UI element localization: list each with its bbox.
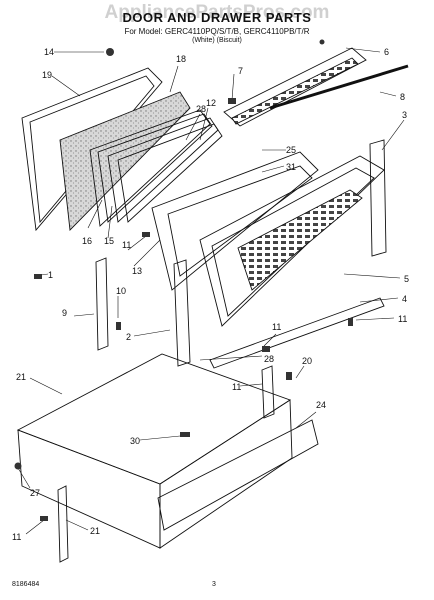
callout-28: 28 — [196, 104, 206, 114]
callout-2: 2 — [126, 332, 131, 342]
door-insulation — [59, 91, 191, 231]
drawer-front-panel — [157, 419, 319, 531]
callout-27: 27 — [30, 488, 40, 498]
model-number: For Model: GERC4110PQ/S/T/B, GERC4110PB/… — [124, 27, 310, 36]
callout-28: 28 — [264, 354, 274, 364]
door-bottom-trim — [209, 297, 385, 369]
drawer-slide-left — [57, 485, 69, 563]
callout-25: 25 — [286, 145, 296, 155]
outer-door-panel — [199, 155, 385, 327]
hinge-right — [173, 259, 191, 367]
watermark: AppliancePartsPros.com — [104, 2, 330, 23]
hinge-left — [95, 257, 109, 351]
callout-11: 11 — [232, 382, 241, 392]
callout-16: 16 — [82, 236, 92, 246]
callout-21: 21 — [90, 526, 100, 536]
callout-6: 6 — [384, 47, 389, 57]
callout-19: 19 — [42, 70, 52, 80]
callout-10: 10 — [116, 286, 126, 296]
callout-31: 31 — [286, 162, 296, 172]
drawer-slide-right — [261, 365, 275, 419]
callout-11: 11 — [272, 322, 281, 332]
callout-24: 24 — [316, 400, 326, 410]
callout-13: 13 — [132, 266, 142, 276]
callout-11: 11 — [398, 314, 407, 324]
callout-12: 12 — [206, 98, 216, 108]
side-trim-strip — [369, 139, 387, 257]
callout-7: 7 — [238, 66, 243, 76]
callout-9: 9 — [62, 308, 67, 318]
door-handle — [223, 47, 367, 127]
callout-3: 3 — [402, 110, 407, 120]
color-variants: (White) (Biscuit) — [192, 37, 242, 44]
door-liner — [167, 165, 313, 277]
document-number: 8186484 — [12, 581, 40, 588]
callout-1: 1 — [48, 270, 53, 280]
callout-30: 30 — [130, 436, 140, 446]
hardware — [14, 39, 353, 521]
callout-4: 4 — [402, 294, 407, 304]
callout-20: 20 — [302, 356, 312, 366]
callout-15: 15 — [104, 236, 114, 246]
callout-14: 14 — [44, 47, 54, 57]
diagram-title: DOOR AND DRAWER PARTS — [122, 10, 312, 25]
callout-11: 11 — [122, 240, 131, 250]
door-inner-panel — [151, 151, 319, 291]
callout-5: 5 — [404, 274, 409, 284]
page-number: 3 — [212, 581, 216, 588]
leader-lines — [17, 47, 405, 535]
callout-21: 21 — [16, 372, 26, 382]
callout-11: 11 — [12, 532, 21, 542]
door-outer-frame — [21, 67, 163, 232]
door-glass-packs — [89, 109, 223, 227]
door-trim — [269, 64, 409, 110]
callout-18: 18 — [176, 54, 186, 64]
callout-8: 8 — [400, 92, 405, 102]
